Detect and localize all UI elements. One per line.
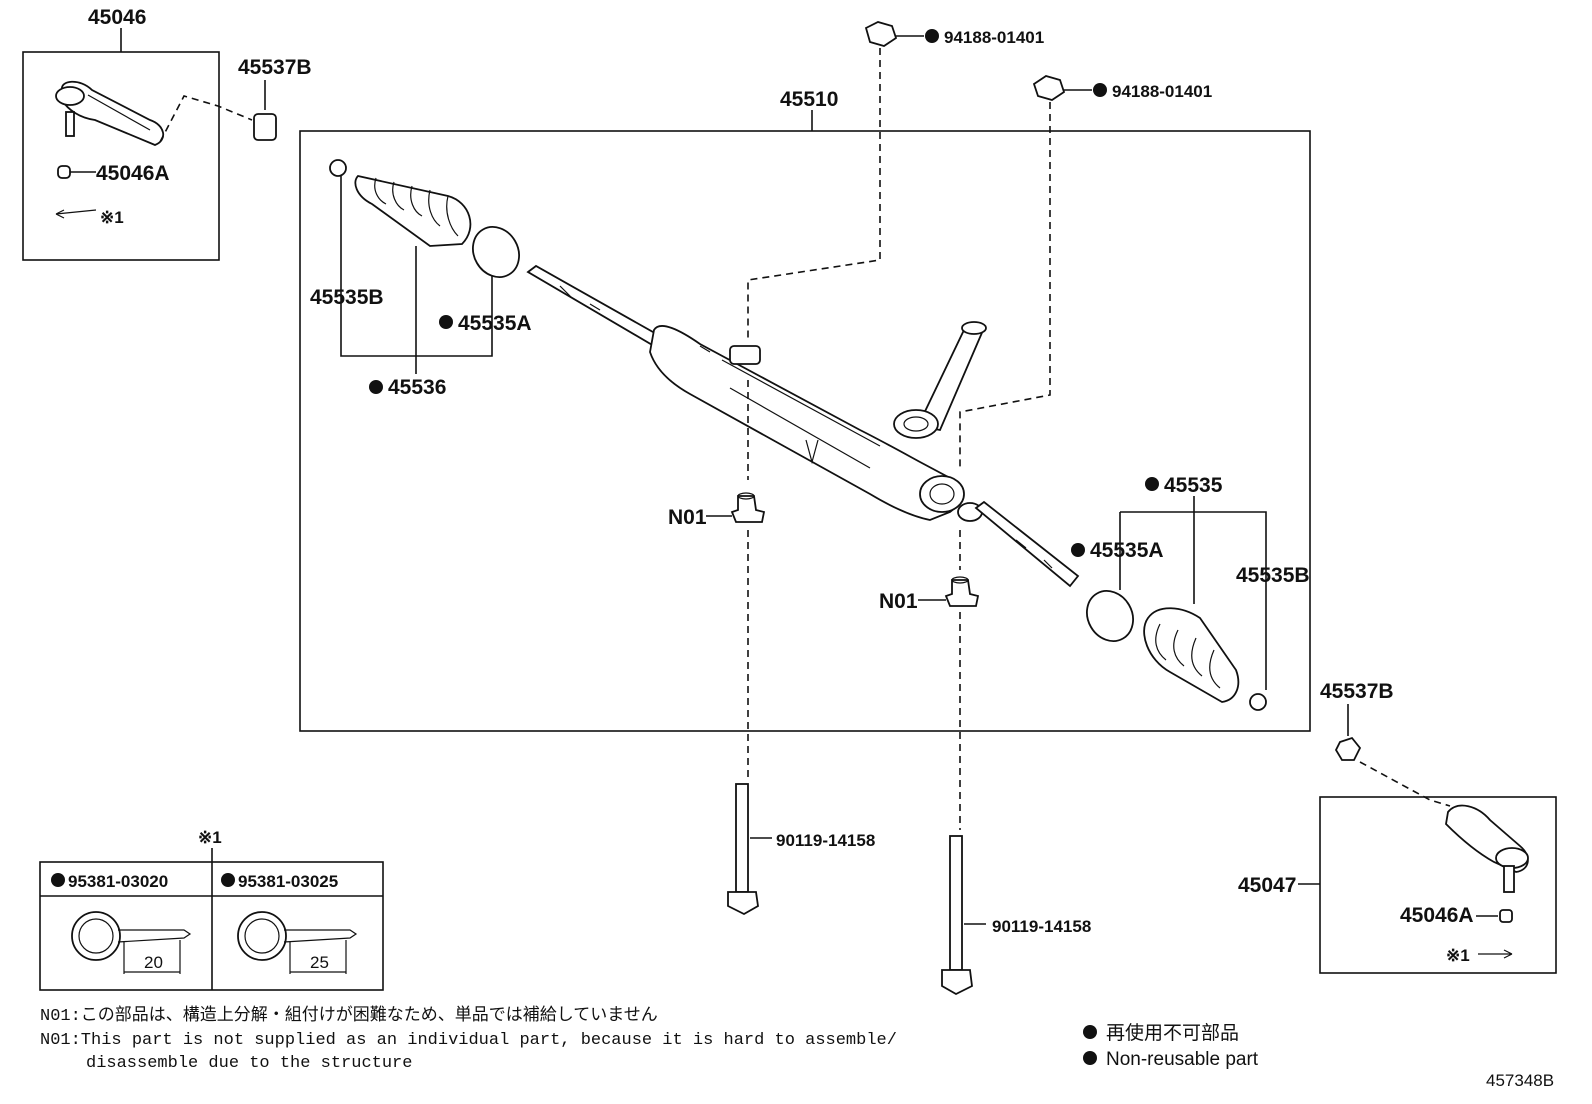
band-rh-icon (1086, 590, 1134, 642)
bolt-2-group: 90119-14158 (941, 835, 1091, 996)
tie-rod-end-lh-group: 45046 45046A ※1 (22, 6, 253, 261)
top-nut-2-group: 94188-01401 (959, 75, 1212, 470)
diagram-id: 457348B (1486, 1071, 1554, 1090)
band-lh-icon (472, 226, 520, 278)
top-nut-1-group: 94188-01401 (747, 21, 1044, 340)
label-clamp-lh: 45535B (310, 286, 384, 309)
legend-en: Non-reusable part (1106, 1049, 1259, 1070)
label-nut-rh: 45537B (1320, 680, 1394, 703)
label-tie-rod-end-lh: 45046 (88, 6, 146, 29)
table-col2-header: 95381-03025 (238, 872, 338, 891)
cotter-pin-lh-icon (55, 209, 97, 219)
clamp-rh-icon (1249, 693, 1267, 711)
label-cotter-note-rh: ※1 (1446, 946, 1470, 965)
bushing-2-group: N01 (879, 576, 980, 613)
label-ball-joint-lh: 45046A (96, 162, 170, 185)
nut-lh-icon (253, 113, 277, 141)
steering-rack-icon (526, 264, 1080, 588)
label-tie-rod-end-rh: 45047 (1238, 874, 1296, 897)
top-nut-2-icon (1032, 75, 1066, 101)
cotter-pin-table: ※1 95381-03020 95381-03025 20 25 (39, 828, 384, 991)
cotter-pin-25-icon (237, 911, 358, 974)
rack-assembly-box (299, 130, 1311, 732)
note-jp: N01:この部品は、構造上分解・組付けが困難なため、単品では補給していません (40, 1005, 658, 1026)
legend: 再使用不可部品 Non-reusable part (1083, 1022, 1259, 1070)
tie-rod-end-rh-box (1319, 796, 1557, 974)
tie-rod-end-lh-box (22, 51, 220, 261)
boot-lh-icon (354, 175, 472, 247)
label-nut-top-2: 94188-01401 (1112, 82, 1212, 101)
label-ball-joint-rh: 45046A (1400, 904, 1474, 927)
bushing-2-icon (944, 579, 980, 607)
bolt-1-icon (735, 783, 749, 893)
label-band-lh: 45535A (458, 312, 532, 335)
note-en-line2: disassemble due to the structure (86, 1054, 412, 1073)
label-cotter-note-lh: ※1 (100, 208, 124, 227)
bolt-2-icon (949, 835, 963, 971)
label-clamp-rh: 45535B (1236, 564, 1310, 587)
ball-joint-rh-icon (1499, 909, 1513, 923)
table-dim1: 20 (144, 953, 163, 972)
tie-rod-end-rh-group: 45047 45046A ※1 (1238, 796, 1557, 974)
table-col1-header: 95381-03020 (68, 872, 168, 891)
label-bushing-1: N01 (668, 506, 707, 529)
boot-lh-group: 45535B 45535A 45536 (310, 159, 532, 399)
bushing-1-icon (730, 495, 766, 523)
legend-jp: 再使用不可部品 (1106, 1022, 1239, 1044)
clamp-lh-icon (329, 159, 347, 177)
tie-rod-end-lh-icon (55, 80, 164, 146)
bolt-1-group: 90119-14158 (727, 783, 875, 916)
nut-rh-icon (1334, 736, 1362, 761)
label-boot-rh: 45535 (1164, 474, 1223, 497)
ball-joint-lh-icon (57, 165, 71, 179)
label-nut-lh: 45537B (238, 56, 312, 79)
table-dim2: 25 (310, 953, 329, 972)
legend-dot-2 (1083, 1051, 1097, 1065)
label-bolt-2: 90119-14158 (992, 917, 1091, 936)
cotter-pin-20-icon (71, 911, 192, 974)
nut-lh-group: 45537B (238, 56, 312, 141)
table-marker: ※1 (198, 828, 222, 847)
legend-dot-1 (1083, 1025, 1097, 1039)
note-en-line1: N01:This part is not supplied as an indi… (40, 1031, 897, 1050)
label-rack-assembly: 45510 (780, 88, 838, 111)
label-nut-top-1: 94188-01401 (944, 28, 1044, 47)
nut-rh-group: 45537B (1320, 680, 1451, 807)
label-band-rh: 45535A (1090, 539, 1164, 562)
boot-rh-icon (1143, 607, 1240, 703)
cotter-pin-rh-icon (1478, 949, 1513, 959)
label-bushing-2: N01 (879, 590, 918, 613)
tie-rod-end-rh-icon (1445, 804, 1529, 893)
top-nut-1-icon (864, 21, 898, 47)
label-boot-kit-lh: 45536 (388, 376, 446, 399)
bushing-1-group: N01 (668, 492, 766, 529)
boot-rh-group: 45535 45535A 45535B (1071, 474, 1310, 711)
label-bolt-1: 90119-14158 (776, 831, 875, 850)
